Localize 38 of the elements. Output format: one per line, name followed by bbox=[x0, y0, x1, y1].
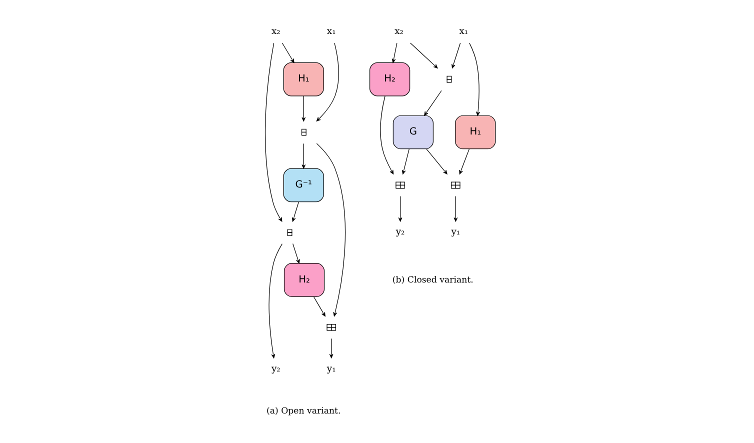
arrow bbox=[312, 296, 325, 316]
node-box: H₁ bbox=[282, 62, 324, 96]
node-text: y₂ bbox=[270, 363, 280, 374]
arrow bbox=[292, 243, 300, 264]
arrow bbox=[328, 338, 333, 358]
node-text: y₁ bbox=[326, 363, 336, 374]
node-box: G bbox=[392, 115, 434, 150]
node-box: G⁻¹ bbox=[282, 168, 324, 202]
arrow bbox=[316, 42, 338, 122]
arrow bbox=[301, 143, 306, 169]
arrow bbox=[316, 143, 346, 316]
arrow bbox=[391, 42, 397, 63]
arrow bbox=[451, 42, 460, 68]
arrow bbox=[424, 90, 442, 116]
node-text: y₁ bbox=[450, 226, 460, 238]
label: (b) Closed variant. bbox=[392, 275, 473, 286]
label: (a) Open variant. bbox=[266, 406, 340, 416]
arrow bbox=[398, 196, 402, 222]
arrow bbox=[410, 42, 438, 68]
node-text: x₁ bbox=[458, 26, 468, 38]
arrow bbox=[268, 244, 282, 358]
arrow bbox=[468, 42, 480, 116]
node-text: x₁ bbox=[326, 26, 336, 38]
arrow bbox=[264, 42, 282, 222]
arrow bbox=[281, 42, 294, 63]
node-box: H₁ bbox=[454, 115, 496, 150]
arrow bbox=[458, 148, 470, 174]
arrow bbox=[426, 148, 447, 174]
arrow bbox=[453, 196, 458, 222]
node-box: H₂ bbox=[369, 62, 410, 96]
node-text: x₂ bbox=[270, 26, 280, 38]
node-text: y₂ bbox=[395, 226, 404, 238]
node-text: x₂ bbox=[394, 26, 403, 38]
arrow bbox=[291, 202, 298, 222]
node-box: H₂ bbox=[283, 263, 324, 297]
arrow bbox=[401, 148, 409, 174]
arrow bbox=[380, 96, 394, 174]
arrow bbox=[301, 96, 306, 122]
